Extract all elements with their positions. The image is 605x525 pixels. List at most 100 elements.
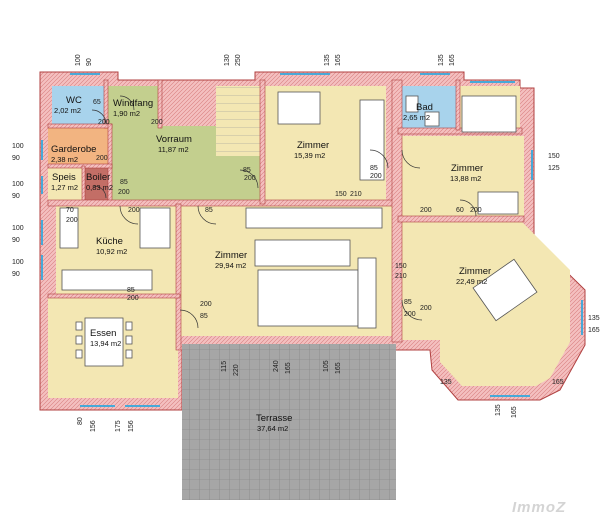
terrace-floor [182, 344, 396, 500]
watermark: ImmoZ [512, 499, 566, 516]
door-dimension: 210 [350, 191, 362, 198]
door-dimension: 65 [93, 99, 101, 106]
door-dimension: 200 [200, 301, 212, 308]
bottom-dimension: 156 [128, 420, 135, 432]
bed-mid [277, 91, 321, 125]
left-dimension: 90 [12, 271, 20, 278]
kitchen-counter-left [59, 207, 79, 249]
boiler-area: 0,83 m2 [86, 183, 113, 192]
wc-area: 2,02 m2 [54, 106, 81, 115]
bad-area: 2,65 m2 [403, 113, 430, 122]
door-dimension: 135 [440, 379, 452, 386]
room-labels: WC 2,02 m2 Windfang 1,90 m2 Vorraum 11,8… [51, 95, 491, 433]
terrace-dimension: 240 [273, 360, 280, 372]
door-dimension: 200 [118, 189, 130, 196]
door-dimension: 200 [66, 217, 78, 224]
bad-name: Bad [416, 102, 433, 113]
zimmer-bay-name: Zimmer [459, 266, 491, 277]
zimmer-mid-area: 15,39 m2 [294, 151, 325, 160]
door-dimension: 70 [66, 207, 74, 214]
door-dimension: 150 [335, 191, 347, 198]
terrasse-name: Terrasse [256, 413, 292, 424]
terrace-dimension: 165 [285, 362, 292, 374]
wardrobe-mid [359, 99, 385, 181]
door-dimension: 165 [552, 379, 564, 386]
top-dimension: 250 [235, 54, 242, 66]
door-swings [91, 95, 477, 329]
right-dimension: 125 [548, 165, 560, 172]
sink-bad [424, 111, 440, 127]
speis-area: 1,27 m2 [51, 183, 78, 192]
door-dimension: 200 [420, 305, 432, 312]
dining-table [84, 317, 124, 367]
terrace-dimension: 165 [335, 362, 342, 374]
door-dimension: 200 [98, 119, 110, 126]
door-dimension: 200 [370, 173, 382, 180]
door-dimension: 200 [128, 207, 140, 214]
left-dimension: 90 [12, 193, 20, 200]
garderobe-floor [48, 126, 110, 166]
wc-name: WC [66, 95, 82, 106]
door-dimension: 85 [127, 287, 135, 294]
door-dimension: 85 [370, 165, 378, 172]
door-dimension: 85 [404, 299, 412, 306]
vorraum-name: Vorraum [156, 134, 192, 145]
tv-unit [245, 207, 383, 229]
boiler-name: Boiler [86, 172, 110, 183]
bed-bay [472, 258, 538, 322]
door-dimension: 210 [395, 273, 407, 280]
windfang-floor [106, 86, 158, 126]
top-dimension: 90 [86, 58, 93, 66]
door-dimension: 85 [120, 179, 128, 186]
essen-area: 13,94 m2 [90, 339, 121, 348]
speis-name: Speis [52, 172, 76, 183]
terrace-dimension: 105 [323, 360, 330, 372]
terrace-dimension: 220 [233, 364, 240, 376]
dimensions-terrace: 115 220 240 165 105 165 [221, 360, 342, 376]
door-dimension: 200 [96, 155, 108, 162]
door-dimension: 200 [404, 311, 416, 318]
left-dimension: 100 [12, 181, 24, 188]
bottom-dimension: 80 [77, 417, 84, 425]
bottom-dimension: 135 [495, 404, 502, 416]
door-dimension: 200 [127, 295, 139, 302]
garderobe-area: 2,38 m2 [51, 155, 78, 164]
bathtub [405, 95, 419, 113]
desk-east [477, 191, 519, 215]
furniture [59, 91, 538, 367]
door-dimension: 200 [420, 207, 432, 214]
right-dimension: 165 [588, 327, 600, 334]
bottom-dimension: 175 [115, 420, 122, 432]
windows [41, 73, 583, 407]
bed-east [461, 95, 517, 133]
wohnen-area: 29,94 m2 [215, 261, 246, 270]
kueche-area: 10,92 m2 [96, 247, 127, 256]
door-dimension: 200 [151, 119, 163, 126]
terrace-dimension: 115 [221, 361, 228, 372]
garderobe-name: Garderobe [51, 144, 96, 155]
left-dimension: 90 [12, 237, 20, 244]
zimmer-east-area: 13,88 m2 [450, 174, 481, 183]
staircase [216, 86, 268, 156]
top-dimension: 135 [438, 54, 445, 66]
door-dimension: 200 [470, 207, 482, 214]
bottom-dimension: 156 [90, 420, 97, 432]
coffee-table [257, 269, 359, 327]
essen-name: Essen [90, 328, 116, 339]
fridge [139, 207, 171, 249]
right-dimension: 135 [588, 315, 600, 322]
zimmer-east-name: Zimmer [451, 163, 483, 174]
zimmer-bay-area: 22,49 m2 [456, 277, 487, 286]
door-dimension: 60 [456, 207, 464, 214]
wohnen-name: Zimmer [215, 250, 247, 261]
kueche-name: Küche [96, 236, 123, 247]
left-dimension: 100 [12, 143, 24, 150]
right-dimension: 150 [548, 153, 560, 160]
kitchen-counter-bottom [61, 269, 153, 291]
sofa-side [357, 257, 377, 329]
